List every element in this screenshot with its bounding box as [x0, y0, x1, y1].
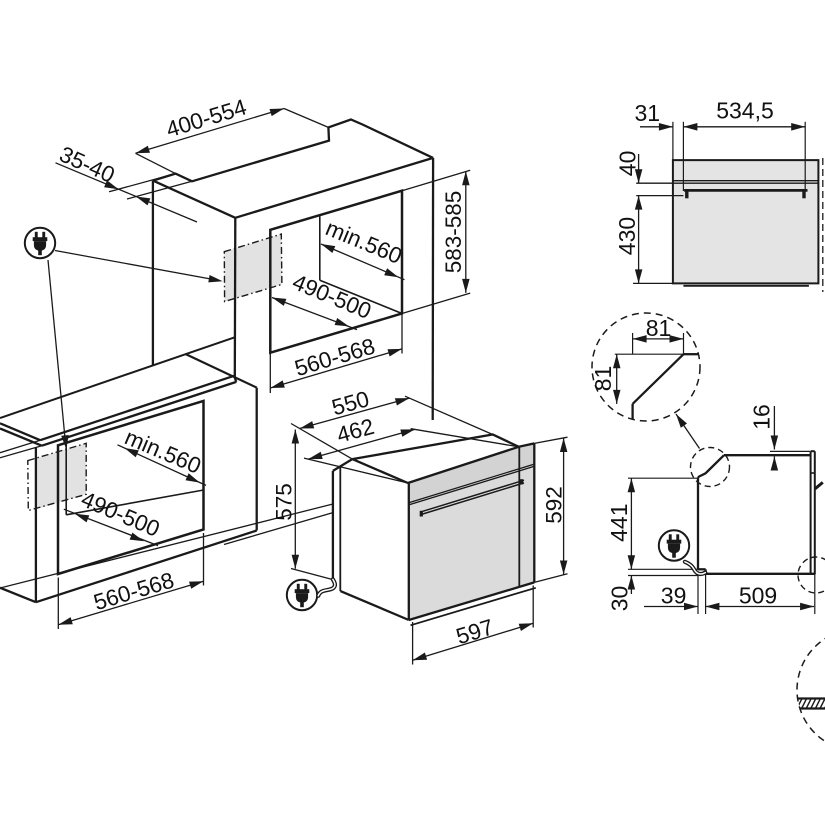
svg-text:430: 430: [614, 217, 640, 255]
svg-text:35-40: 35-40: [56, 142, 119, 188]
svg-text:509: 509: [739, 583, 777, 609]
svg-text:39: 39: [661, 583, 687, 609]
svg-text:597: 597: [453, 614, 496, 649]
svg-text:490-500: 490-500: [289, 269, 375, 324]
svg-text:441: 441: [606, 504, 632, 542]
svg-text:min.560: min.560: [322, 215, 406, 269]
svg-text:583-585: 583-585: [441, 191, 466, 274]
svg-text:81: 81: [646, 315, 672, 341]
svg-text:40: 40: [615, 151, 641, 177]
svg-text:81: 81: [590, 366, 616, 392]
svg-text:490-500: 490-500: [78, 486, 164, 541]
svg-text:31: 31: [635, 100, 661, 126]
svg-text:min.560: min.560: [121, 424, 204, 478]
svg-text:575: 575: [272, 483, 297, 521]
svg-text:560-568: 560-568: [91, 567, 177, 615]
svg-text:16: 16: [749, 404, 775, 430]
svg-text:592: 592: [542, 486, 567, 524]
svg-text:30: 30: [606, 586, 632, 612]
svg-text:560-568: 560-568: [292, 333, 378, 381]
svg-text:534,5: 534,5: [716, 98, 774, 124]
svg-text:400-554: 400-554: [163, 94, 249, 142]
